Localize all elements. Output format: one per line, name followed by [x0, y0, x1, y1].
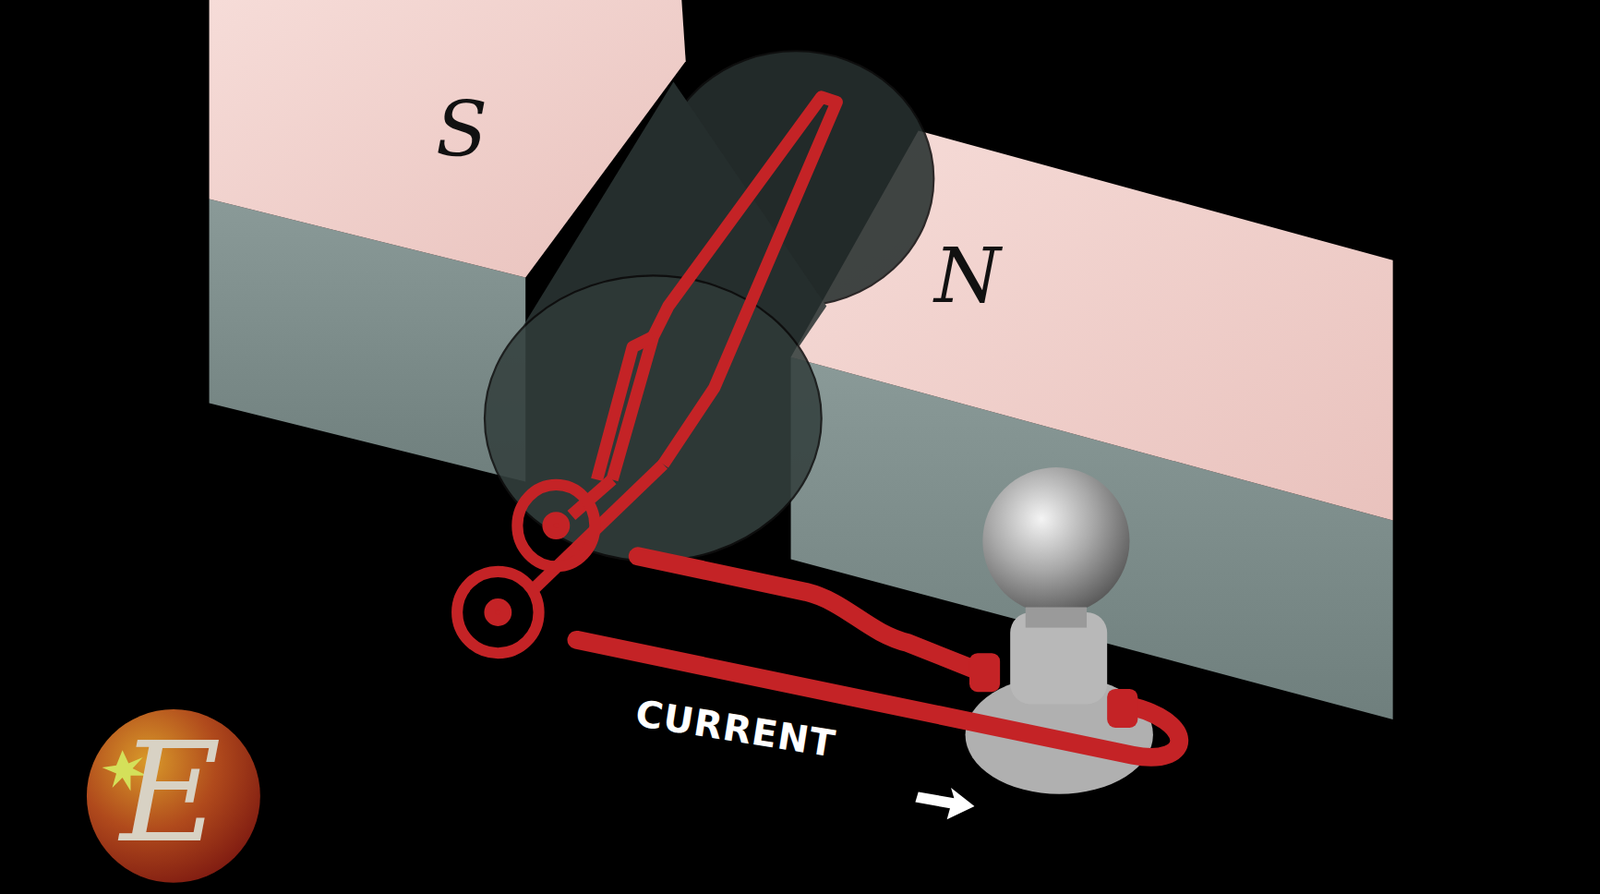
- terminals: [969, 652, 1138, 728]
- current-label: CURRENT: [633, 694, 839, 763]
- armature-coil: [530, 96, 838, 592]
- pole-label: N: [934, 238, 1001, 314]
- watermark-letter: E: [120, 722, 222, 862]
- slip-rings: [457, 484, 595, 653]
- watermark-logo: [86, 709, 261, 883]
- current-arrow: [914, 787, 975, 819]
- pole-label: S: [435, 92, 488, 169]
